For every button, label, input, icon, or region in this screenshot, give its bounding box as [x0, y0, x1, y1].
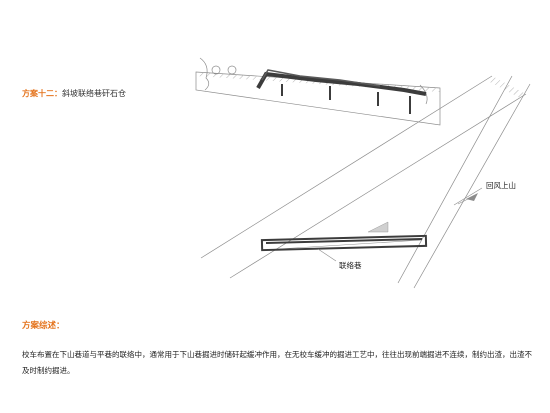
summary-heading: 方案综述： — [22, 321, 65, 331]
shaft-circle-right — [227, 65, 237, 75]
rock-bin-equipment-top — [261, 69, 381, 87]
uphill-leader-line — [453, 187, 483, 206]
slope-roadway-end-right — [419, 84, 428, 105]
scheme-title-lead: 方案十二： — [22, 89, 62, 98]
rock-bin-equipment — [256, 71, 427, 96]
shaft-circle-left — [211, 65, 221, 75]
car-body — [260, 234, 428, 252]
roadway-diagram — [195, 57, 531, 289]
main-roadway-edge-lower — [229, 93, 527, 279]
connecting-roadway-edge — [261, 239, 423, 251]
summary-body: 校车布置在下山巷道与平巷的联络中，通常用于下山巷掘进时储矸起缓冲作用，在无校车缓… — [22, 350, 532, 375]
main-roadway-edge-upper — [200, 75, 493, 259]
slope-connecting-roadway — [195, 57, 441, 126]
slope-roadway-end-left — [199, 57, 210, 91]
return-air-uphill-label: 回风上山 — [486, 181, 516, 190]
connecting-leader-line — [317, 248, 337, 262]
return-air-uphill — [367, 75, 531, 289]
uphill-edge-right — [413, 83, 531, 289]
roadway-wedge-marker — [367, 221, 389, 233]
uphill-edge-left — [397, 75, 513, 284]
airflow-arrow-shaft — [457, 195, 475, 205]
scheme-title: 方案十二：斜坡联络巷矸石仓 — [22, 89, 126, 99]
scheme-title-rest: 斜坡联络巷矸石仓 — [62, 89, 126, 98]
car-centerline — [265, 238, 423, 244]
connecting-roadway-label: 联络巷 — [339, 261, 362, 270]
connecting-roadway-lower — [260, 234, 428, 262]
